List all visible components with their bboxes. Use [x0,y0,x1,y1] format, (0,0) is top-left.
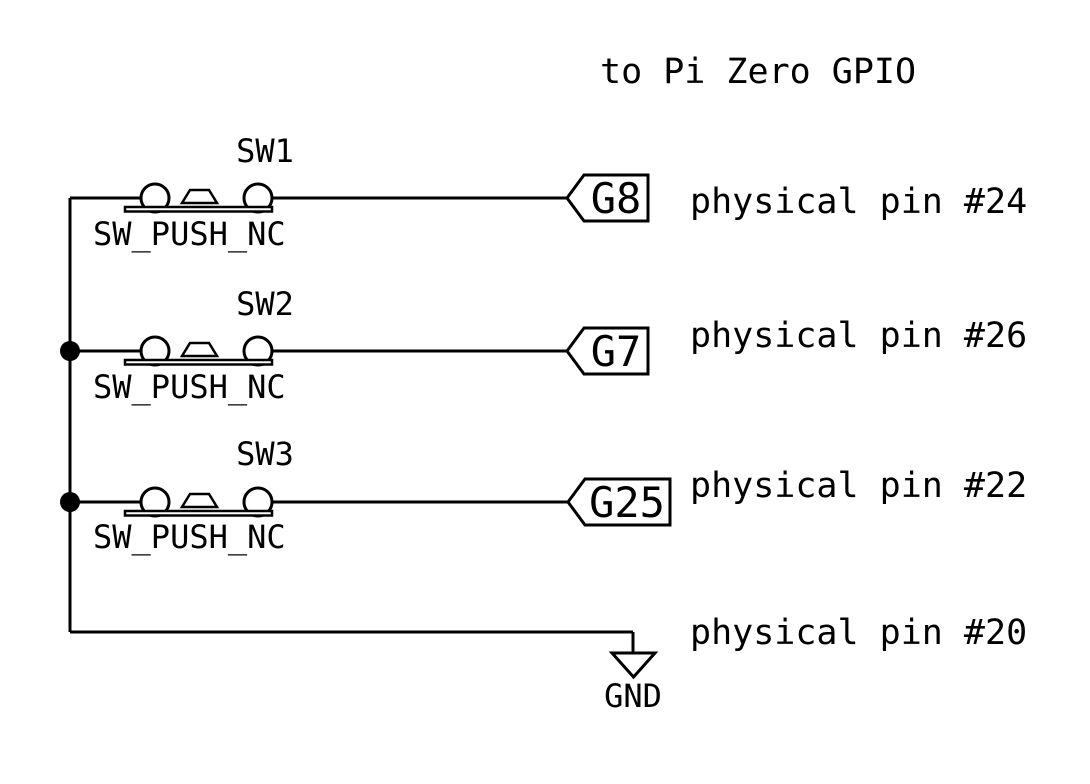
global-label-tag [565,326,650,376]
schematic-title: to Pi Zero GPIO [600,52,916,92]
net-label: G8 [591,174,642,223]
ground-branch: GND physical pin #20 [70,613,1027,715]
ground-label: GND [604,677,662,715]
net-label: G25 [589,478,665,527]
switch-contact-bar [123,358,274,366]
ground-symbol [608,651,659,680]
switch-value: SW_PUSH_NC [93,368,286,406]
switch-row-sw2: SW2 SW_PUSH_NC G7 physical pin #26 [70,285,1027,406]
switch-button-actuator [179,341,220,358]
pin-note: physical pin #24 [690,182,1027,222]
switch-reference: SW1 [236,132,294,170]
net-label: G7 [591,327,642,376]
switch-button-actuator [179,492,220,509]
pin-note: physical pin #22 [690,466,1027,506]
switch-row-sw1: SW1 SW_PUSH_NC G8 physical pin #24 [70,132,1027,253]
switch-contact-bar [123,205,274,213]
switch-reference: SW2 [236,285,294,323]
pin-note: physical pin #26 [690,316,1027,356]
global-label-tag [565,173,650,223]
switch-button-actuator [179,188,220,205]
global-label-tag [566,477,672,527]
switch-value: SW_PUSH_NC [93,518,286,556]
switch-value: SW_PUSH_NC [93,215,286,253]
switch-contact-bar [123,509,274,517]
pin-note: physical pin #20 [690,613,1027,653]
switch-row-sw3: SW3 SW_PUSH_NC G25 physical pin #22 [70,435,1027,556]
switch-reference: SW3 [236,435,294,473]
